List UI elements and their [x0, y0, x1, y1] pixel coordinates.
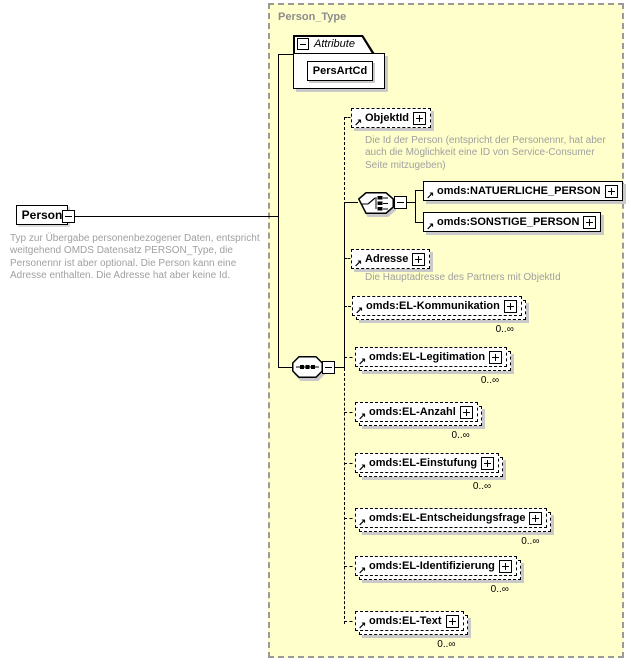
- objektid-annotation: Die Id der Person (entspricht der Person…: [365, 135, 606, 171]
- expand-icon[interactable]: [445, 614, 459, 628]
- connector-trunk-left: [278, 54, 279, 368]
- occurrence-label: 0..∞: [521, 536, 540, 547]
- connector-to-sequence: [278, 367, 292, 368]
- element-ref-icon: ↗: [354, 259, 363, 270]
- connector-sequence-out: [335, 367, 344, 368]
- expand-icon[interactable]: [489, 350, 503, 364]
- element-el-kommunikation[interactable]: ↗ omds:EL-Kommunikation 0..∞: [352, 296, 526, 335]
- element-ref-icon: ↗: [358, 566, 367, 577]
- attribute-persartcd[interactable]: PersArtCd: [307, 61, 373, 81]
- element-label: omds:EL-Kommunikation: [366, 300, 500, 312]
- choice-branch-top: [415, 190, 423, 191]
- occurrence-label: 0..∞: [437, 639, 456, 650]
- stub-objektid: [344, 117, 354, 118]
- expand-icon[interactable]: [413, 111, 427, 125]
- choice-branch-bottom: [415, 222, 423, 223]
- element-ref-icon: ↗: [426, 222, 435, 233]
- stub-el-identifizierung: [344, 566, 358, 567]
- attribute-panel-tab: [293, 35, 375, 54]
- stub-el-kommunikation: [344, 306, 355, 307]
- element-ref-icon: ↗: [358, 621, 367, 632]
- element-label: omds:EL-Legitimation: [369, 351, 486, 363]
- stub-adresse: [344, 258, 354, 259]
- element-ref-icon: ↗: [358, 412, 367, 423]
- expand-icon[interactable]: [412, 252, 426, 266]
- root-element-label: Person: [21, 208, 63, 222]
- connector-to-attributes: [278, 54, 294, 55]
- attribute-panel-title: Attribute: [314, 38, 355, 50]
- attribute-label: PersArtCd: [312, 65, 368, 77]
- person-type-container: Person_Type: [268, 3, 624, 658]
- root-annotation: Typ zur Übergabe personenbezogener Daten…: [10, 233, 260, 281]
- stub-el-einstufung: [344, 463, 358, 464]
- element-el-entscheidungsfrage[interactable]: ↗ omds:EL-Entscheidungsfrage 0..∞: [355, 508, 552, 547]
- collapse-icon[interactable]: [322, 361, 335, 374]
- element-label: omds:EL-Anzahl: [369, 406, 456, 418]
- expand-icon[interactable]: [498, 559, 512, 573]
- element-natuerliche-person[interactable]: ↗ omds:NATUERLICHE_PERSON: [423, 181, 623, 202]
- element-label: ObjektId: [365, 112, 410, 124]
- element-ref-icon: ↗: [358, 357, 367, 368]
- expand-icon[interactable]: [459, 405, 473, 419]
- element-el-text[interactable]: ↗ omds:EL-Text 0..∞: [355, 611, 468, 650]
- occurrence-label: 0..∞: [472, 481, 492, 492]
- choice-branch-vertical: [415, 190, 416, 222]
- choice-icon: [358, 192, 394, 214]
- element-label: omds:EL-Einstufung: [369, 457, 478, 469]
- element-ref-icon: ↗: [358, 463, 367, 474]
- occurrence-label: 0..∞: [451, 430, 470, 441]
- expand-icon[interactable]: [529, 511, 543, 525]
- collapse-icon[interactable]: [297, 38, 309, 50]
- connector-root-to-type: [75, 216, 279, 217]
- element-label: omds:EL-Text: [369, 615, 442, 627]
- expand-icon[interactable]: [604, 184, 618, 198]
- element-sonstige-person[interactable]: ↗ omds:SONSTIGE_PERSON: [423, 212, 602, 233]
- stub-el-anzahl: [344, 412, 358, 413]
- adresse-annotation: Die Hauptadresse des Partners mit Objekt…: [365, 272, 561, 283]
- collapse-icon[interactable]: [62, 210, 75, 223]
- occurrence-label: 0..∞: [490, 584, 509, 595]
- element-ref-icon: ↗: [355, 306, 364, 317]
- element-objektid[interactable]: ↗ ObjektId: [351, 108, 432, 129]
- collapse-icon[interactable]: [394, 196, 407, 209]
- stub-el-entscheidungsfrage: [344, 518, 358, 519]
- connector-trunk-required: [344, 202, 345, 368]
- occurrence-label: 0..∞: [495, 324, 514, 335]
- element-adresse[interactable]: ↗ Adresse: [351, 249, 431, 270]
- occurrence-label: 0..∞: [480, 375, 500, 386]
- element-label: omds:NATUERLICHE_PERSON: [437, 185, 601, 197]
- stub-choice: [344, 202, 358, 203]
- element-ref-icon: ↗: [354, 118, 363, 129]
- expand-icon[interactable]: [503, 299, 517, 313]
- stub-el-text: [344, 621, 358, 622]
- expand-icon[interactable]: [583, 215, 597, 229]
- element-label: omds:EL-Entscheidungsfrage: [369, 512, 526, 524]
- complex-type-title: Person_Type: [278, 11, 347, 23]
- element-ref-icon: ↗: [358, 518, 367, 529]
- element-el-einstufung[interactable]: ↗ omds:EL-Einstufung 0..∞: [355, 453, 504, 492]
- expand-icon[interactable]: [481, 456, 495, 470]
- element-el-identifizierung[interactable]: ↗ omds:EL-Identifizierung 0..∞: [355, 556, 521, 595]
- sequence-icon: [292, 356, 323, 378]
- stub-el-legitimation: [344, 357, 358, 358]
- attribute-panel-header: Attribute: [297, 38, 355, 50]
- element-ref-icon: ↗: [426, 191, 435, 202]
- element-el-anzahl[interactable]: ↗ omds:EL-Anzahl 0..∞: [355, 402, 482, 441]
- element-label: Adresse: [365, 253, 409, 265]
- connector-trunk-optional-top: [344, 117, 345, 205]
- element-el-legitimation[interactable]: ↗ omds:EL-Legitimation 0..∞: [355, 347, 512, 386]
- element-label: omds:SONSTIGE_PERSON: [437, 216, 580, 228]
- element-label: omds:EL-Identifizierung: [369, 560, 495, 572]
- choice-branch-out: [407, 202, 415, 203]
- connector-trunk-optional-bottom: [344, 368, 345, 624]
- root-element-person[interactable]: Person: [16, 205, 68, 225]
